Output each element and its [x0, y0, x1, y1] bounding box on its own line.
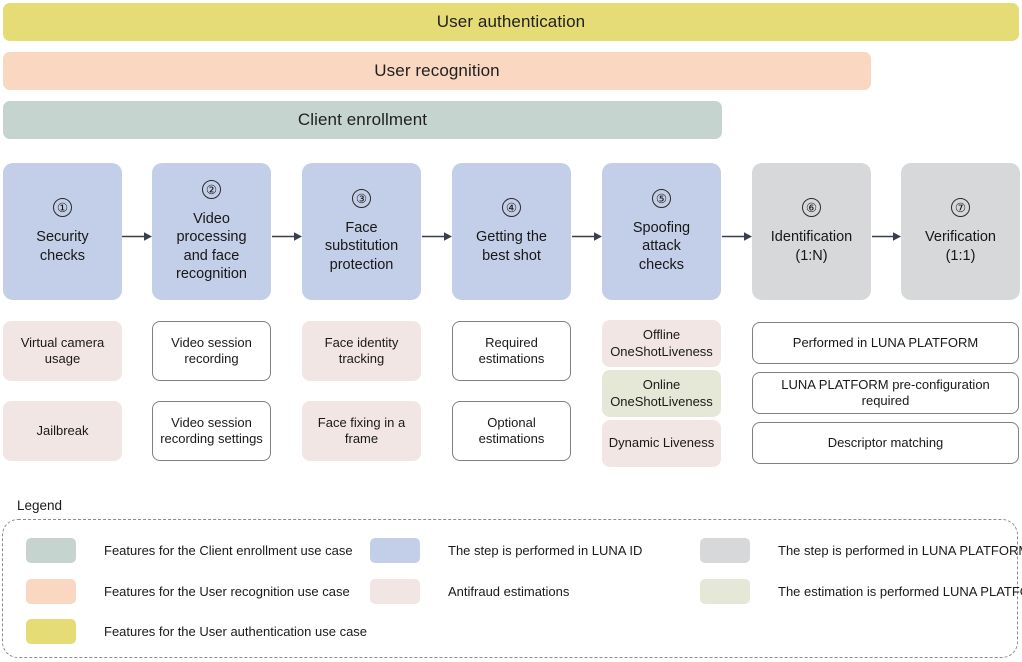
legend-swatch-icon [700, 538, 750, 563]
arrow-icon-5-to-6 [722, 231, 752, 242]
band-user-authentication: User authentication [3, 3, 1019, 41]
legend-item-user-authentication: Features for the User authentication use… [26, 619, 367, 644]
legend-title: Legend [17, 498, 63, 513]
legend-item-user-recognition: Features for the User recognition use ca… [26, 579, 350, 604]
feature-box-performed-in-luna-platform[interactable]: Performed in LUNA PLATFORM [752, 322, 1019, 364]
feature-box-dynamic-liveness[interactable]: Dynamic Liveness [602, 420, 721, 467]
feature-box-video-session-recording-settings[interactable]: Video session recording settings [152, 401, 271, 461]
legend-item-label: Features for the Client enrollment use c… [104, 543, 353, 558]
step-number-icon: ③ [352, 189, 371, 209]
legend-item-client-enrollment: Features for the Client enrollment use c… [26, 538, 353, 563]
legend-item-step-luna-platform: The step is performed in LUNA PLATFORM [700, 538, 1022, 563]
feature-box-descriptor-matching[interactable]: Descriptor matching [752, 422, 1019, 464]
step-box-3[interactable]: ③ Face substitution protection [302, 163, 421, 300]
band-client-enrollment: Client enrollment [3, 101, 722, 139]
step-label: Verification (1:1) [925, 229, 996, 264]
legend-item-label: The step is performed in LUNA PLATFORM [778, 543, 1022, 558]
legend-item-label: The step is performed in LUNA ID [448, 543, 643, 558]
feature-box-luna-platform-preconfiguration-required[interactable]: LUNA PLATFORM pre-configuration required [752, 372, 1019, 414]
feature-box-jailbreak[interactable]: Jailbreak [3, 401, 122, 461]
feature-box-offline-oneshotliveness[interactable]: Offline OneShotLiveness [602, 320, 721, 367]
band-label: Client enrollment [297, 110, 428, 129]
legend-item-label: Antifraud estimations [448, 584, 570, 599]
legend-item-label: Features for the User authentication use… [104, 624, 368, 639]
feature-box-video-session-recording[interactable]: Video session recording [152, 321, 271, 381]
step-box-7[interactable]: ⑦ Verification (1:1) [901, 163, 1020, 300]
legend-item-antifraud-estimations: Antifraud estimations [370, 579, 569, 604]
arrow-icon-4-to-5 [572, 231, 602, 242]
step-number-icon: ⑦ [951, 198, 970, 218]
legend-swatch-icon [26, 619, 76, 644]
step-number-icon: ④ [502, 198, 521, 218]
legend-item-label: Features for the User recognition use ca… [104, 584, 350, 599]
step-number-icon: ⑤ [652, 189, 671, 209]
step-box-6[interactable]: ⑥ Identification (1:N) [752, 163, 871, 300]
step-label: Identification (1:N) [770, 229, 853, 264]
step-box-2[interactable]: ② Video processing and face recognition [152, 163, 271, 300]
band-user-recognition: User recognition [3, 52, 871, 90]
step-number-icon: ① [53, 198, 72, 218]
step-label: Video processing and face recognition [176, 211, 247, 282]
step-box-5[interactable]: ⑤ Spoofing attack checks [602, 163, 721, 300]
band-label: User authentication [436, 12, 586, 31]
legend-swatch-icon [26, 538, 76, 563]
step-box-1[interactable]: ① Security checks [3, 163, 122, 300]
feature-box-online-oneshotliveness[interactable]: Online OneShotLiveness [602, 370, 721, 417]
band-label: User recognition [374, 61, 500, 80]
feature-box-virtual-camera-usage[interactable]: Virtual camera usage [3, 321, 122, 381]
step-number-icon: ⑥ [802, 198, 821, 218]
legend-item-step-luna-id: The step is performed in LUNA ID [370, 538, 642, 563]
legend-item-label: The estimation is performed LUNA PLATFOR… [778, 584, 1022, 599]
step-number-icon: ② [202, 180, 221, 200]
feature-box-required-estimations[interactable]: Required estimations [452, 321, 571, 381]
step-label: Security checks [36, 229, 89, 264]
arrow-icon-1-to-2 [122, 231, 152, 242]
legend-swatch-icon [370, 579, 420, 604]
legend-container [2, 519, 1018, 658]
legend-item-estimation-luna-platform: The estimation is performed LUNA PLATFOR… [700, 579, 1022, 604]
step-box-4[interactable]: ④ Getting the best shot [452, 163, 571, 300]
legend-swatch-icon [26, 579, 76, 604]
arrow-icon-2-to-3 [272, 231, 302, 242]
arrow-icon-6-to-7 [872, 231, 902, 242]
feature-box-face-fixing-in-a-frame[interactable]: Face fixing in a frame [302, 401, 421, 461]
step-label: Getting the best shot [476, 229, 547, 264]
legend-swatch-icon [700, 579, 750, 604]
feature-box-face-identity-tracking[interactable]: Face identity tracking [302, 321, 421, 381]
arrow-icon-3-to-4 [422, 231, 452, 242]
legend-swatch-icon [370, 538, 420, 563]
feature-box-optional-estimations[interactable]: Optional estimations [452, 401, 571, 461]
step-label: Face substitution protection [324, 220, 399, 273]
step-label: Spoofing attack checks [632, 220, 691, 273]
